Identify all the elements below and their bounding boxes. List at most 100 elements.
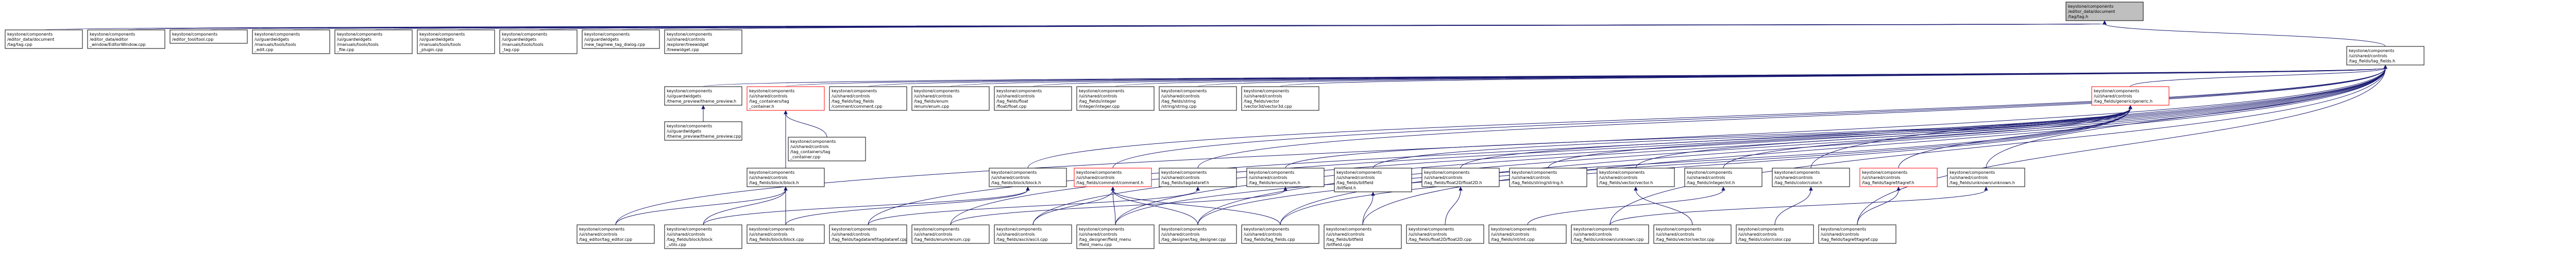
graph-node[interactable]: keystone/components/ui/shared/controls/t… [994, 86, 1072, 111]
node-box [582, 29, 660, 49]
node-label-line: /ui/shared/controls [914, 94, 953, 99]
arrowhead [1984, 186, 1988, 191]
edge-group [615, 186, 788, 225]
graph-node[interactable]: keystone/components/ui/guardwidgets/new_… [582, 29, 660, 49]
graph-node[interactable]: keystone/components/ui/guardwidgets/manu… [417, 29, 495, 54]
node-label-line: /ui/shared/controls [579, 232, 618, 237]
node-label-line: keystone/components [996, 89, 1042, 93]
graph-node[interactable]: keystone/components/editor_tool/tool.cpp [170, 29, 248, 44]
graph-node[interactable]: keystone/components/ui/shared/controls/t… [1241, 86, 1319, 111]
graph-node[interactable]: keystone/components/ui/shared/controls/t… [1488, 224, 1567, 244]
graph-node[interactable]: keystone/components/ui/shared/controls/t… [1597, 168, 1675, 187]
node-label-line: /ui/shared/controls [1821, 232, 1859, 237]
include-edge [1857, 68, 2386, 225]
include-edge [2130, 68, 2386, 87]
node-label-line: /tag_containers/tag [749, 99, 789, 104]
node-label-line: keystone/components [1409, 227, 1454, 232]
graph-node[interactable]: keystone/components/ui/shared/controls/e… [664, 29, 742, 54]
graph-node[interactable]: keystone/components/ui/shared/controls/t… [1818, 224, 1896, 244]
include-edge [1460, 108, 2131, 169]
graph-node[interactable]: keystone/components/ui/shared/controls/t… [747, 224, 825, 244]
node-label-line: /tag_fields/block/block.cpp [749, 237, 804, 242]
graph-node[interactable]: keystone/components/ui/shared/controls/t… [829, 86, 907, 111]
include-edge [1723, 108, 2131, 169]
include-edge [1115, 108, 2131, 225]
edge-group [1634, 186, 1693, 225]
graph-node[interactable]: keystone/components/ui/shared/controls/t… [1421, 168, 1500, 187]
graph-node[interactable]: keystone/components/ui/shared/controls/t… [788, 137, 866, 161]
node-label-line: keystone/components [1821, 227, 1866, 232]
graph-node[interactable]: keystone/components/ui/shared/controls/t… [1159, 86, 1237, 111]
node-label-line: /ui/guardwidgets [667, 94, 701, 99]
node-label-line: keystone/components [1950, 170, 1995, 175]
graph-node[interactable]: keystone/components/ui/shared/controls/t… [1859, 168, 1938, 187]
graph-node[interactable]: keystone/components/ui/guardwidgets/them… [664, 121, 742, 141]
graph-node[interactable]: keystone/components/ui/shared/controls/t… [1246, 168, 1325, 187]
graph-node[interactable]: keystone/components/ui/shared/controls/t… [829, 224, 907, 244]
node-box [1684, 168, 1762, 187]
include-edge [1280, 68, 2386, 87]
graph-node[interactable]: keystone/components/ui/shared/controls/t… [1406, 224, 1484, 244]
node-label-line: /ui/shared/controls [991, 175, 1030, 180]
graph-node[interactable]: keystone/components/ui/guardwidgets/manu… [499, 29, 578, 54]
node-label-line: /ui/shared/controls [749, 94, 788, 99]
graph-node[interactable]: keystone/components/ui/shared/controls/t… [1653, 224, 1732, 244]
graph-node[interactable]: keystone/components/ui/shared/controls/t… [1159, 224, 1237, 244]
node-label-line: /ui/shared/controls [1573, 232, 1612, 237]
node-box [1421, 168, 1500, 187]
graph-node[interactable]: keystone/components/ui/shared/controls/t… [1772, 168, 1850, 187]
graph-node[interactable]: keystone/components/ui/shared/controls/t… [994, 224, 1072, 244]
graph-node[interactable]: keystone/components/ui/shared/controls/t… [1241, 224, 1319, 244]
graph-node[interactable]: keystone/components/ui/shared/controls/t… [747, 168, 825, 187]
graph-node[interactable]: keystone/components/ui/shared/controls/t… [911, 86, 990, 111]
node-label-line: /editor_tool/tool.cpp [172, 37, 213, 42]
edge-layer [43, 20, 2387, 225]
node-label-line: /tag_fields/vector/vector.cpp [1656, 237, 1715, 242]
node-label-line: /tag_fields/block/block [667, 237, 713, 242]
graph-node[interactable]: keystone/components/ui/shared/controls/t… [2091, 86, 2170, 106]
graph-node[interactable]: keystone/components/ui/shared/controls/t… [664, 224, 742, 249]
graph-node[interactable]: keystone/components/ui/shared/controls/t… [577, 224, 655, 244]
graph-node[interactable]: keystone/components/editor_data/editor_w… [87, 29, 165, 49]
graph-node[interactable]: keystone/components/ui/shared/controls/t… [1324, 224, 1402, 249]
graph-node[interactable]: keystone/components/ui/shared/controls/t… [747, 86, 825, 111]
graph-node[interactable]: keystone/components/ui/shared/controls/t… [1076, 86, 1155, 111]
node-label-line: /ui/shared/controls [1244, 94, 1282, 99]
graph-node[interactable]: keystone/components/ui/shared/controls/t… [989, 168, 1067, 187]
node-box [1159, 224, 1237, 244]
edge-group [1810, 64, 2387, 169]
edge-group [868, 186, 1200, 225]
graph-node[interactable]: keystone/components/ui/guardwidgets/manu… [334, 29, 413, 54]
node-box [664, 86, 742, 106]
graph-node[interactable]: keystone/components/ui/shared/controls/t… [1074, 168, 1152, 187]
graph-node[interactable]: keystone/components/editor_data/document… [2065, 2, 2144, 21]
node-box [989, 168, 1067, 187]
include-edge [1112, 189, 1116, 225]
node-label-line: /tag_designer/tag_designer.cpp [1161, 237, 1226, 242]
graph-node[interactable]: keystone/components/ui/shared/controls/t… [911, 224, 990, 244]
graph-node[interactable]: keystone/components/ui/guardwidgets/them… [664, 86, 742, 106]
graph-node[interactable]: keystone/components/ui/shared/controls/t… [2346, 46, 2425, 65]
graph-node[interactable]: keystone/components/ui/shared/controls/t… [1947, 168, 2025, 187]
graph-node[interactable]: keystone/components/ui/guardwidgets/manu… [252, 29, 330, 54]
arrowhead [1634, 186, 1638, 191]
graph-node[interactable]: keystone/components/ui/shared/controls/t… [1076, 224, 1155, 249]
edge-group [1609, 186, 1988, 225]
node-label-line: /tag/tag.h [2068, 14, 2088, 19]
edge-group [701, 105, 705, 122]
graph-node[interactable]: keystone/components/ui/shared/controls/t… [1159, 168, 1237, 187]
graph-node[interactable]: keystone/components/ui/shared/controls/t… [1736, 224, 1814, 244]
node-label-line: keystone/components [7, 32, 53, 37]
graph-node[interactable]: keystone/components/ui/shared/controls/t… [1509, 168, 1587, 187]
edge-group [950, 64, 2387, 87]
node-box [1947, 168, 2025, 187]
node-label-line: keystone/components [1079, 89, 1124, 93]
graph-node[interactable]: keystone/components/editor_data/document… [5, 29, 83, 49]
node-label-line: /comment/comment.cpp [832, 104, 883, 109]
node-label-line: /editor_data/document [7, 37, 54, 42]
graph-node[interactable]: keystone/components/ui/shared/controls/t… [1684, 168, 1762, 187]
graph-node[interactable]: keystone/components/ui/shared/controls/t… [1334, 168, 1412, 192]
graph-node[interactable]: keystone/components/ui/shared/controls/t… [1571, 224, 1649, 244]
node-label-line: /tag_fields/string/string.h [1512, 180, 1563, 185]
node-label-line: /tag_fields/bitfield [1336, 180, 1374, 185]
